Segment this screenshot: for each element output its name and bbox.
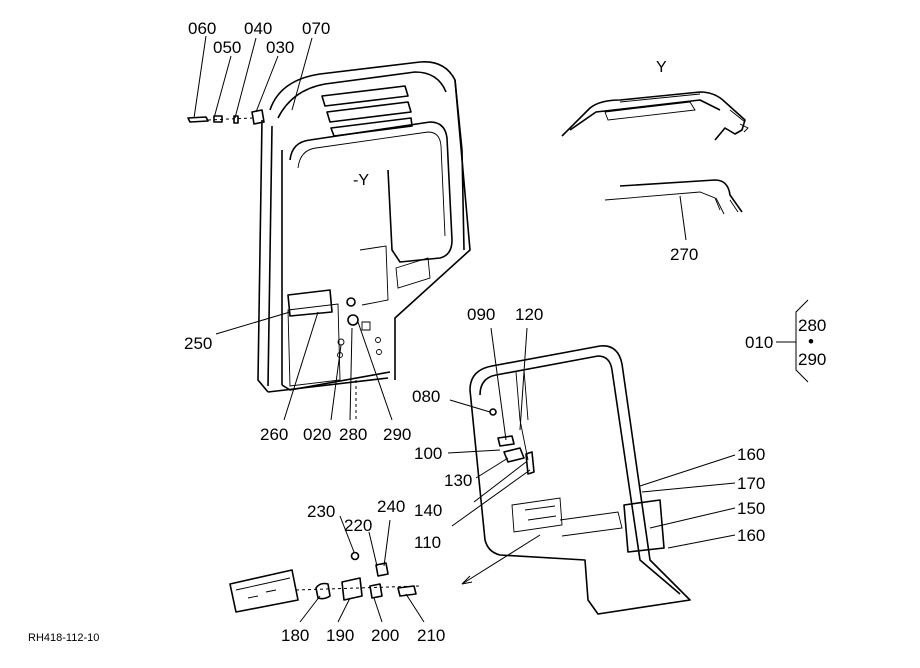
view-arrow-label: -Y	[353, 172, 369, 189]
label-220: 220	[344, 516, 372, 535]
label-260: 260	[260, 425, 288, 444]
label-180: 180	[281, 626, 309, 645]
part-270-strip	[604, 179, 743, 215]
label-050: 050	[213, 38, 241, 57]
label-160-bottom: 160	[737, 526, 765, 545]
label-020: 020	[303, 425, 331, 444]
label-030: 030	[266, 38, 294, 57]
label-290: 290	[383, 425, 411, 444]
leader-lines	[193, 35, 809, 623]
label-110: 110	[414, 533, 441, 552]
door-frame	[461, 345, 691, 615]
diagram-code: RH418-112-10	[28, 632, 99, 644]
assembly-child-290: 290	[798, 350, 826, 369]
label-270: 270	[670, 245, 698, 264]
label-190: 190	[326, 626, 354, 645]
label-100: 100	[414, 444, 442, 463]
view-marker-label: Y	[656, 59, 667, 76]
part-labels: 060 040 070 050 030 -Y Y 250 260 020 280…	[28, 19, 826, 645]
label-280: 280	[339, 425, 367, 444]
label-080: 080	[412, 387, 440, 406]
label-250: 250	[184, 334, 212, 353]
label-070: 070	[302, 19, 330, 38]
label-170: 170	[737, 474, 765, 493]
label-140: 140	[414, 501, 442, 520]
lock-parts	[229, 551, 421, 613]
assembly-separator: •	[808, 332, 814, 351]
label-130: 130	[444, 471, 472, 490]
label-120: 120	[515, 305, 543, 324]
cab-frame	[187, 61, 471, 420]
label-240: 240	[377, 497, 405, 516]
assembly-child-280: 280	[798, 316, 826, 335]
label-150: 150	[737, 499, 765, 518]
label-230: 230	[307, 502, 335, 521]
label-090: 090	[467, 305, 495, 324]
label-210: 210	[417, 626, 445, 645]
label-040: 040	[244, 19, 272, 38]
assembly-parent-label: 010	[745, 333, 773, 352]
roof-view-y	[561, 91, 749, 141]
label-200: 200	[371, 626, 399, 645]
label-160-top: 160	[737, 445, 765, 464]
label-060: 060	[188, 19, 216, 38]
